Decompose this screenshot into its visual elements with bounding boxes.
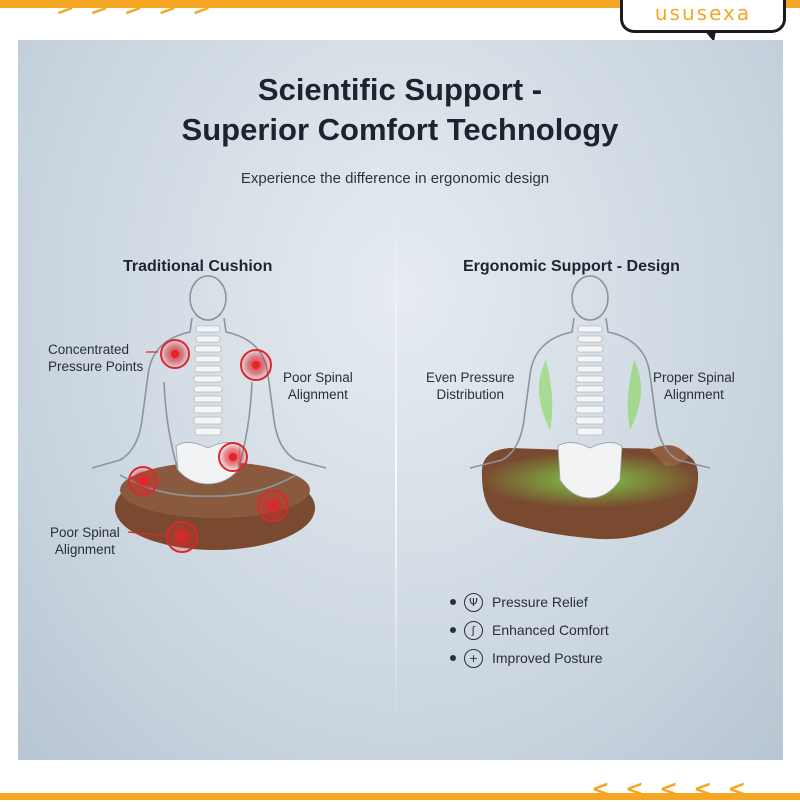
body-outline-right bbox=[469, 275, 711, 469]
label-poor-spinal-alignment-right: Poor Spinal Alignment bbox=[283, 370, 353, 402]
page-title-line1: Scientific Support - bbox=[257, 72, 543, 107]
page-subtitle: Experience the difference in ergonomic d… bbox=[240, 170, 550, 187]
label-proper-spinal-alignment: Proper Spinal Alignment bbox=[653, 370, 735, 402]
brand-speech-tail bbox=[704, 30, 716, 42]
enhanced-comfort-icon: ʃ bbox=[464, 620, 483, 640]
benefit-item-improved-posture: + Improved Posture bbox=[450, 644, 609, 672]
ergonomic-support-title: Ergonomic Support - Design bbox=[463, 258, 680, 275]
top-accent-bar bbox=[0, 0, 800, 8]
label-concentrated-pressure: Concentrated Pressure Points bbox=[48, 342, 144, 374]
brand-label: ususexa bbox=[620, 0, 786, 33]
page-title-line2: Superior Comfort Technology bbox=[181, 112, 619, 147]
bullet-dot bbox=[450, 627, 456, 633]
benefit-label: Pressure Relief bbox=[492, 594, 588, 610]
bullet-dot bbox=[450, 599, 456, 605]
top-arrows-decoration: > > > > > bbox=[56, 0, 215, 21]
pressure-points bbox=[127, 339, 289, 553]
benefit-item-pressure-relief: Ψ Pressure Relief bbox=[450, 588, 609, 616]
traditional-cushion-title: Traditional Cushion bbox=[123, 258, 273, 275]
pressure-relief-icon: Ψ bbox=[464, 592, 483, 612]
bottom-arrows-decoration: < < < < < bbox=[591, 777, 750, 802]
benefits-list: Ψ Pressure Relief ʃ Enhanced Comfort + I… bbox=[450, 588, 609, 672]
ergonomic-cushion-figure bbox=[469, 275, 711, 540]
benefit-label: Improved Posture bbox=[492, 650, 603, 666]
improved-posture-icon: + bbox=[464, 648, 483, 668]
label-even-pressure-distribution: Even Pressure Distribution bbox=[426, 370, 515, 402]
spine-right bbox=[557, 322, 623, 499]
traditional-cushion-figure bbox=[91, 275, 327, 553]
bullet-dot bbox=[450, 655, 456, 661]
column-divider bbox=[395, 210, 397, 730]
benefit-label: Enhanced Comfort bbox=[492, 622, 609, 638]
benefit-item-enhanced-comfort: ʃ Enhanced Comfort bbox=[450, 616, 609, 644]
infographic-panel bbox=[18, 40, 783, 760]
bottom-accent-bar bbox=[0, 793, 800, 800]
label-poor-spinal-alignment-bottom: Poor Spinal Alignment bbox=[50, 525, 120, 557]
